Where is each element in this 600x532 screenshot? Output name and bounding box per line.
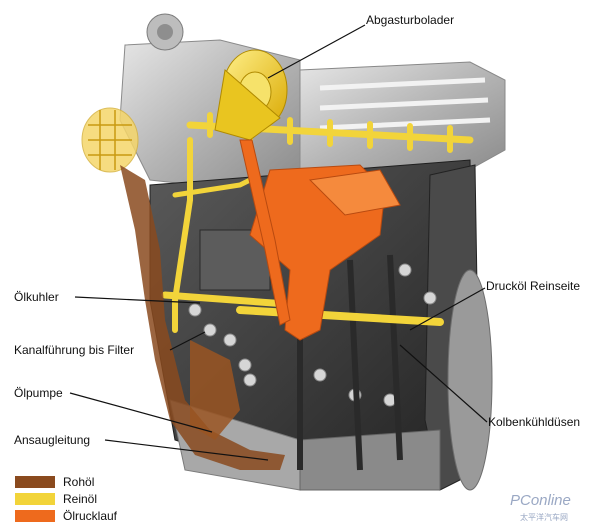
block-bolts bbox=[188, 263, 437, 407]
legend-label-reinoel: Reinöl bbox=[63, 492, 97, 506]
turbocharger bbox=[214, 49, 288, 141]
leader-oelpumpe bbox=[69, 392, 213, 433]
legend-swatch-oelruecklauf bbox=[15, 510, 55, 522]
watermark-line1: PConline bbox=[510, 492, 571, 509]
legend: Rohöl Reinöl Ölrucklauf bbox=[15, 475, 118, 523]
label-kolbenkuehlduesen: Kolbenkühldüsen bbox=[488, 415, 580, 429]
cam-cover-ridges bbox=[319, 77, 491, 131]
watermark-line2: 太平洋汽车网 bbox=[520, 512, 568, 522]
oelruecklauf-path bbox=[239, 139, 401, 341]
label-druckoel: Drucköl Reinseite bbox=[486, 279, 580, 293]
rohoel-path bbox=[120, 165, 285, 470]
label-oelpumpe: Ölpumpe bbox=[14, 386, 63, 400]
legend-label-rohoel: Rohöl bbox=[63, 475, 94, 489]
leader-abgasturbolader bbox=[267, 24, 366, 79]
label-ansaugleitung: Ansaugleitung bbox=[14, 433, 90, 447]
legend-swatch-reinoel bbox=[15, 493, 55, 505]
oil-filter bbox=[81, 107, 139, 173]
leader-druckoel bbox=[409, 287, 486, 331]
legend-swatch-rohoel bbox=[15, 476, 55, 488]
label-kanalfuehrung: Kanalführung bis Filter bbox=[14, 343, 134, 357]
label-oelkuhler: Ölkuhler bbox=[14, 290, 59, 304]
leader-kolbenkuehlduesen bbox=[399, 344, 488, 423]
label-abgasturbolader: Abgasturbolader bbox=[366, 13, 454, 27]
leader-kanalfuehrung bbox=[169, 331, 206, 351]
labels: Abgasturbolader Ölkuhler Kanalführung bi… bbox=[14, 13, 580, 447]
leader-ansaugleitung bbox=[104, 439, 269, 461]
leader-lines bbox=[69, 24, 488, 461]
leader-oelkuhler bbox=[74, 296, 201, 304]
flywheel-side bbox=[447, 269, 493, 491]
watermark-logo: PConline 太平洋汽车网 bbox=[510, 492, 571, 522]
legend-label-oelruecklauf: Ölrucklauf bbox=[63, 509, 118, 523]
